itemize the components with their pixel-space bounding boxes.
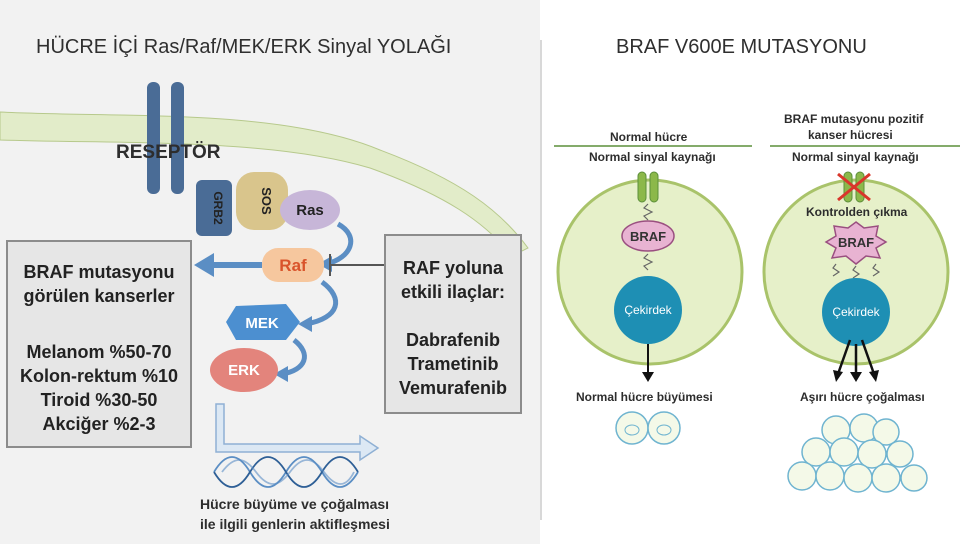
erk-shape xyxy=(210,348,278,392)
gene-caption-line-2: ile ilgili genlerin aktifleşmesi xyxy=(200,516,390,532)
cancer-braf-label: BRAF xyxy=(838,235,874,250)
cancer-item-kolon: Kolon-rektum %10 xyxy=(19,366,179,386)
normal-daughter-cell-1 xyxy=(615,411,649,445)
drugs-box-heading-2: etkili ilaçlar: xyxy=(400,282,506,302)
cancer-squiggle-2 xyxy=(852,265,861,279)
erk-label: ERK xyxy=(228,362,260,379)
cancer-arrow-right xyxy=(860,339,876,375)
grb2-label: GRB2 xyxy=(211,191,225,225)
cancer-cell-group: BRAF Çekirdek xyxy=(762,145,960,382)
mek-shape xyxy=(226,304,300,340)
grb2-shape xyxy=(196,180,232,236)
ras-to-raf-arrowhead xyxy=(318,256,332,272)
mek-to-erk-arrow xyxy=(281,338,307,377)
normal-signal-squiggle-1 xyxy=(642,203,654,221)
drug-item-vemurafenib: Vemurafenib xyxy=(398,378,508,398)
normal-braf-shape xyxy=(621,220,675,252)
cancers-box-heading-2: görülen kanserler xyxy=(23,286,175,306)
excess-growth-caption: Aşırı hücre çoğalması xyxy=(800,390,925,404)
drug-item-dabrafenib: Dabrafenib xyxy=(405,330,501,350)
normal-daughter-cell-2 xyxy=(647,411,681,445)
normal-signal-source: Normal sinyal kaynağı xyxy=(589,150,716,164)
raf-drugs-box: RAF yoluna etkili ilaçlar: Dabrafenib Tr… xyxy=(384,234,522,414)
cancer-receptor-1 xyxy=(843,171,853,203)
raf-to-mek-arrow xyxy=(305,279,339,327)
erk-to-dna-arrow xyxy=(215,403,380,462)
raf-shape xyxy=(262,248,324,282)
cancer-nucleus-label: Çekirdek xyxy=(832,305,880,319)
receptor-label: RESEPTÖR xyxy=(116,142,221,163)
cancer-item-melanom: Melanom %50-70 xyxy=(26,342,172,362)
ras-to-raf-arrow xyxy=(325,221,354,267)
drugs-box-heading-1: RAF yoluna xyxy=(402,258,503,278)
cancer-braf-star xyxy=(824,221,888,265)
normal-receptor-1 xyxy=(637,171,647,203)
cancer-receptor-2 xyxy=(855,171,865,203)
sos-shape xyxy=(236,172,288,230)
normal-cell-header: Normal hücre xyxy=(610,130,688,144)
normal-nucleus xyxy=(614,276,682,344)
ras-shape xyxy=(280,190,340,230)
cancer-receptor-x-2 xyxy=(837,172,871,202)
mek-label: MEK xyxy=(245,315,279,332)
normal-receptor-2 xyxy=(649,171,659,203)
mutation-diagram: BRAF Çekirdek BRAF Çekirdek xyxy=(554,145,960,493)
cancer-cell-header-2: kanser hücresi xyxy=(808,128,893,142)
cancer-squiggle-1 xyxy=(832,263,841,277)
mek-to-erk-arrowhead xyxy=(274,366,288,382)
panel-divider xyxy=(540,40,542,520)
normal-growth-caption: Normal hücre büyümesi xyxy=(576,390,713,404)
receptor-left-bar xyxy=(147,82,160,194)
cancers-box-heading-1: BRAF mutasyonu xyxy=(23,262,175,282)
drug-item-trametinib: Trametinib xyxy=(407,354,499,374)
cancer-cell-header-1: BRAF mutasyonu pozitif xyxy=(784,112,924,126)
out-of-control-label: Kontrolden çıkma xyxy=(806,205,908,219)
gene-caption-line-1: Hücre büyüme ve çoğalması xyxy=(200,496,390,512)
receptor-right-bar xyxy=(171,82,184,194)
cancer-squiggle-3 xyxy=(872,263,881,277)
cancer-item-tiroid: Tiroid %30-50 xyxy=(40,390,158,410)
proliferated-cells xyxy=(787,413,928,493)
left-panel-title: HÜCRE İÇİ Ras/Raf/MEK/ERK Sinyal YOLAĞI xyxy=(36,36,452,58)
normal-signal-squiggle-2 xyxy=(642,253,654,271)
sos-label: SOS xyxy=(259,187,274,215)
ras-label: Ras xyxy=(296,202,324,219)
cancer-arrow-left xyxy=(836,339,852,375)
cancer-nucleus xyxy=(822,278,890,346)
raf-label: Raf xyxy=(279,256,307,275)
raf-to-mek-arrowhead xyxy=(298,316,312,332)
raf-to-cancers-arrowhead xyxy=(194,253,214,277)
dna-helix xyxy=(213,456,359,488)
cancer-item-akciger: Akciğer %2-3 xyxy=(42,414,156,434)
normal-cell-group: BRAF Çekirdek xyxy=(554,145,752,445)
pathway-diagram: GRB2 SOS Ras Raf MEK ERK xyxy=(0,82,529,488)
normal-nucleus-label: Çekirdek xyxy=(624,303,672,317)
braf-cancers-box: BRAF mutasyonu görülen kanserler Melanom… xyxy=(6,240,192,448)
normal-growth-arrowhead xyxy=(642,372,654,382)
right-panel-title: BRAF V600E MUTASYONU xyxy=(616,36,867,58)
normal-braf-label: BRAF xyxy=(630,229,666,244)
cancer-signal-source: Normal sinyal kaynağı xyxy=(792,150,919,164)
